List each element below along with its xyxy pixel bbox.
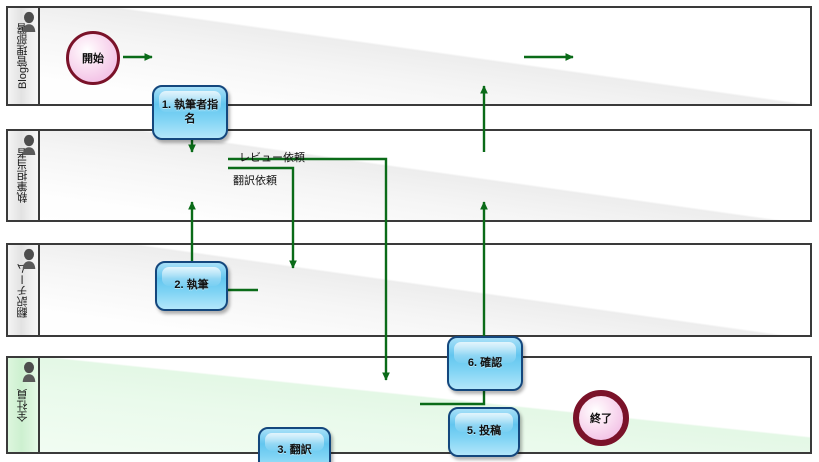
lane-sheen bbox=[8, 245, 810, 335]
lane-label-writer: 執筆担当者 bbox=[8, 131, 40, 220]
task-label: 1. 執筆者指名 bbox=[161, 98, 219, 125]
person-icon bbox=[22, 361, 36, 382]
person-icon bbox=[22, 134, 36, 155]
task-label: 3. 翻訳 bbox=[277, 444, 312, 457]
lane-blog-admin[interactable]: Blog管理部署 bbox=[6, 6, 812, 106]
task-label: 2. 執筆 bbox=[174, 279, 209, 292]
lane-label-all-staff: 全社員 bbox=[8, 358, 40, 452]
edge-label-review-request: レビュー依頼 bbox=[239, 152, 305, 164]
task-5-publish[interactable]: 5. 投稿 bbox=[448, 407, 520, 457]
lane-sheen bbox=[8, 358, 810, 452]
lane-title-text: 全社員 bbox=[16, 388, 29, 422]
lane-background bbox=[8, 131, 810, 220]
lane-label-translation-team: 翻訳チーム bbox=[8, 245, 40, 335]
task-6-confirm[interactable]: 6. 確認 bbox=[447, 336, 523, 391]
lane-background bbox=[8, 358, 810, 452]
end-event-label: 終了 bbox=[590, 413, 612, 425]
lane-all-staff[interactable]: 全社員 bbox=[6, 356, 812, 454]
start-event-label: 開始 bbox=[82, 53, 104, 65]
task-label: 5. 投稿 bbox=[466, 425, 502, 438]
lane-sheen bbox=[8, 8, 810, 104]
person-icon bbox=[22, 248, 36, 269]
lane-sheen bbox=[8, 131, 810, 220]
edge-label-translation-request: 翻訳依頼 bbox=[233, 175, 277, 187]
task-3-translate[interactable]: 3. 翻訳 bbox=[258, 427, 331, 462]
task-label: 6. 確認 bbox=[467, 356, 503, 369]
lane-background bbox=[8, 245, 810, 335]
lane-writer[interactable]: 執筆担当者 bbox=[6, 129, 812, 222]
start-event[interactable]: 開始 bbox=[66, 31, 120, 85]
lane-label-blog-admin: Blog管理部署 bbox=[8, 8, 40, 104]
end-event[interactable]: 終了 bbox=[573, 390, 629, 446]
task-1-assign-writer[interactable]: 1. 執筆者指名 bbox=[152, 85, 228, 140]
lane-translation-team[interactable]: 翻訳チーム bbox=[6, 243, 812, 337]
task-2-write[interactable]: 2. 執筆 bbox=[155, 261, 228, 311]
lane-background bbox=[8, 8, 810, 104]
person-icon bbox=[22, 11, 36, 32]
